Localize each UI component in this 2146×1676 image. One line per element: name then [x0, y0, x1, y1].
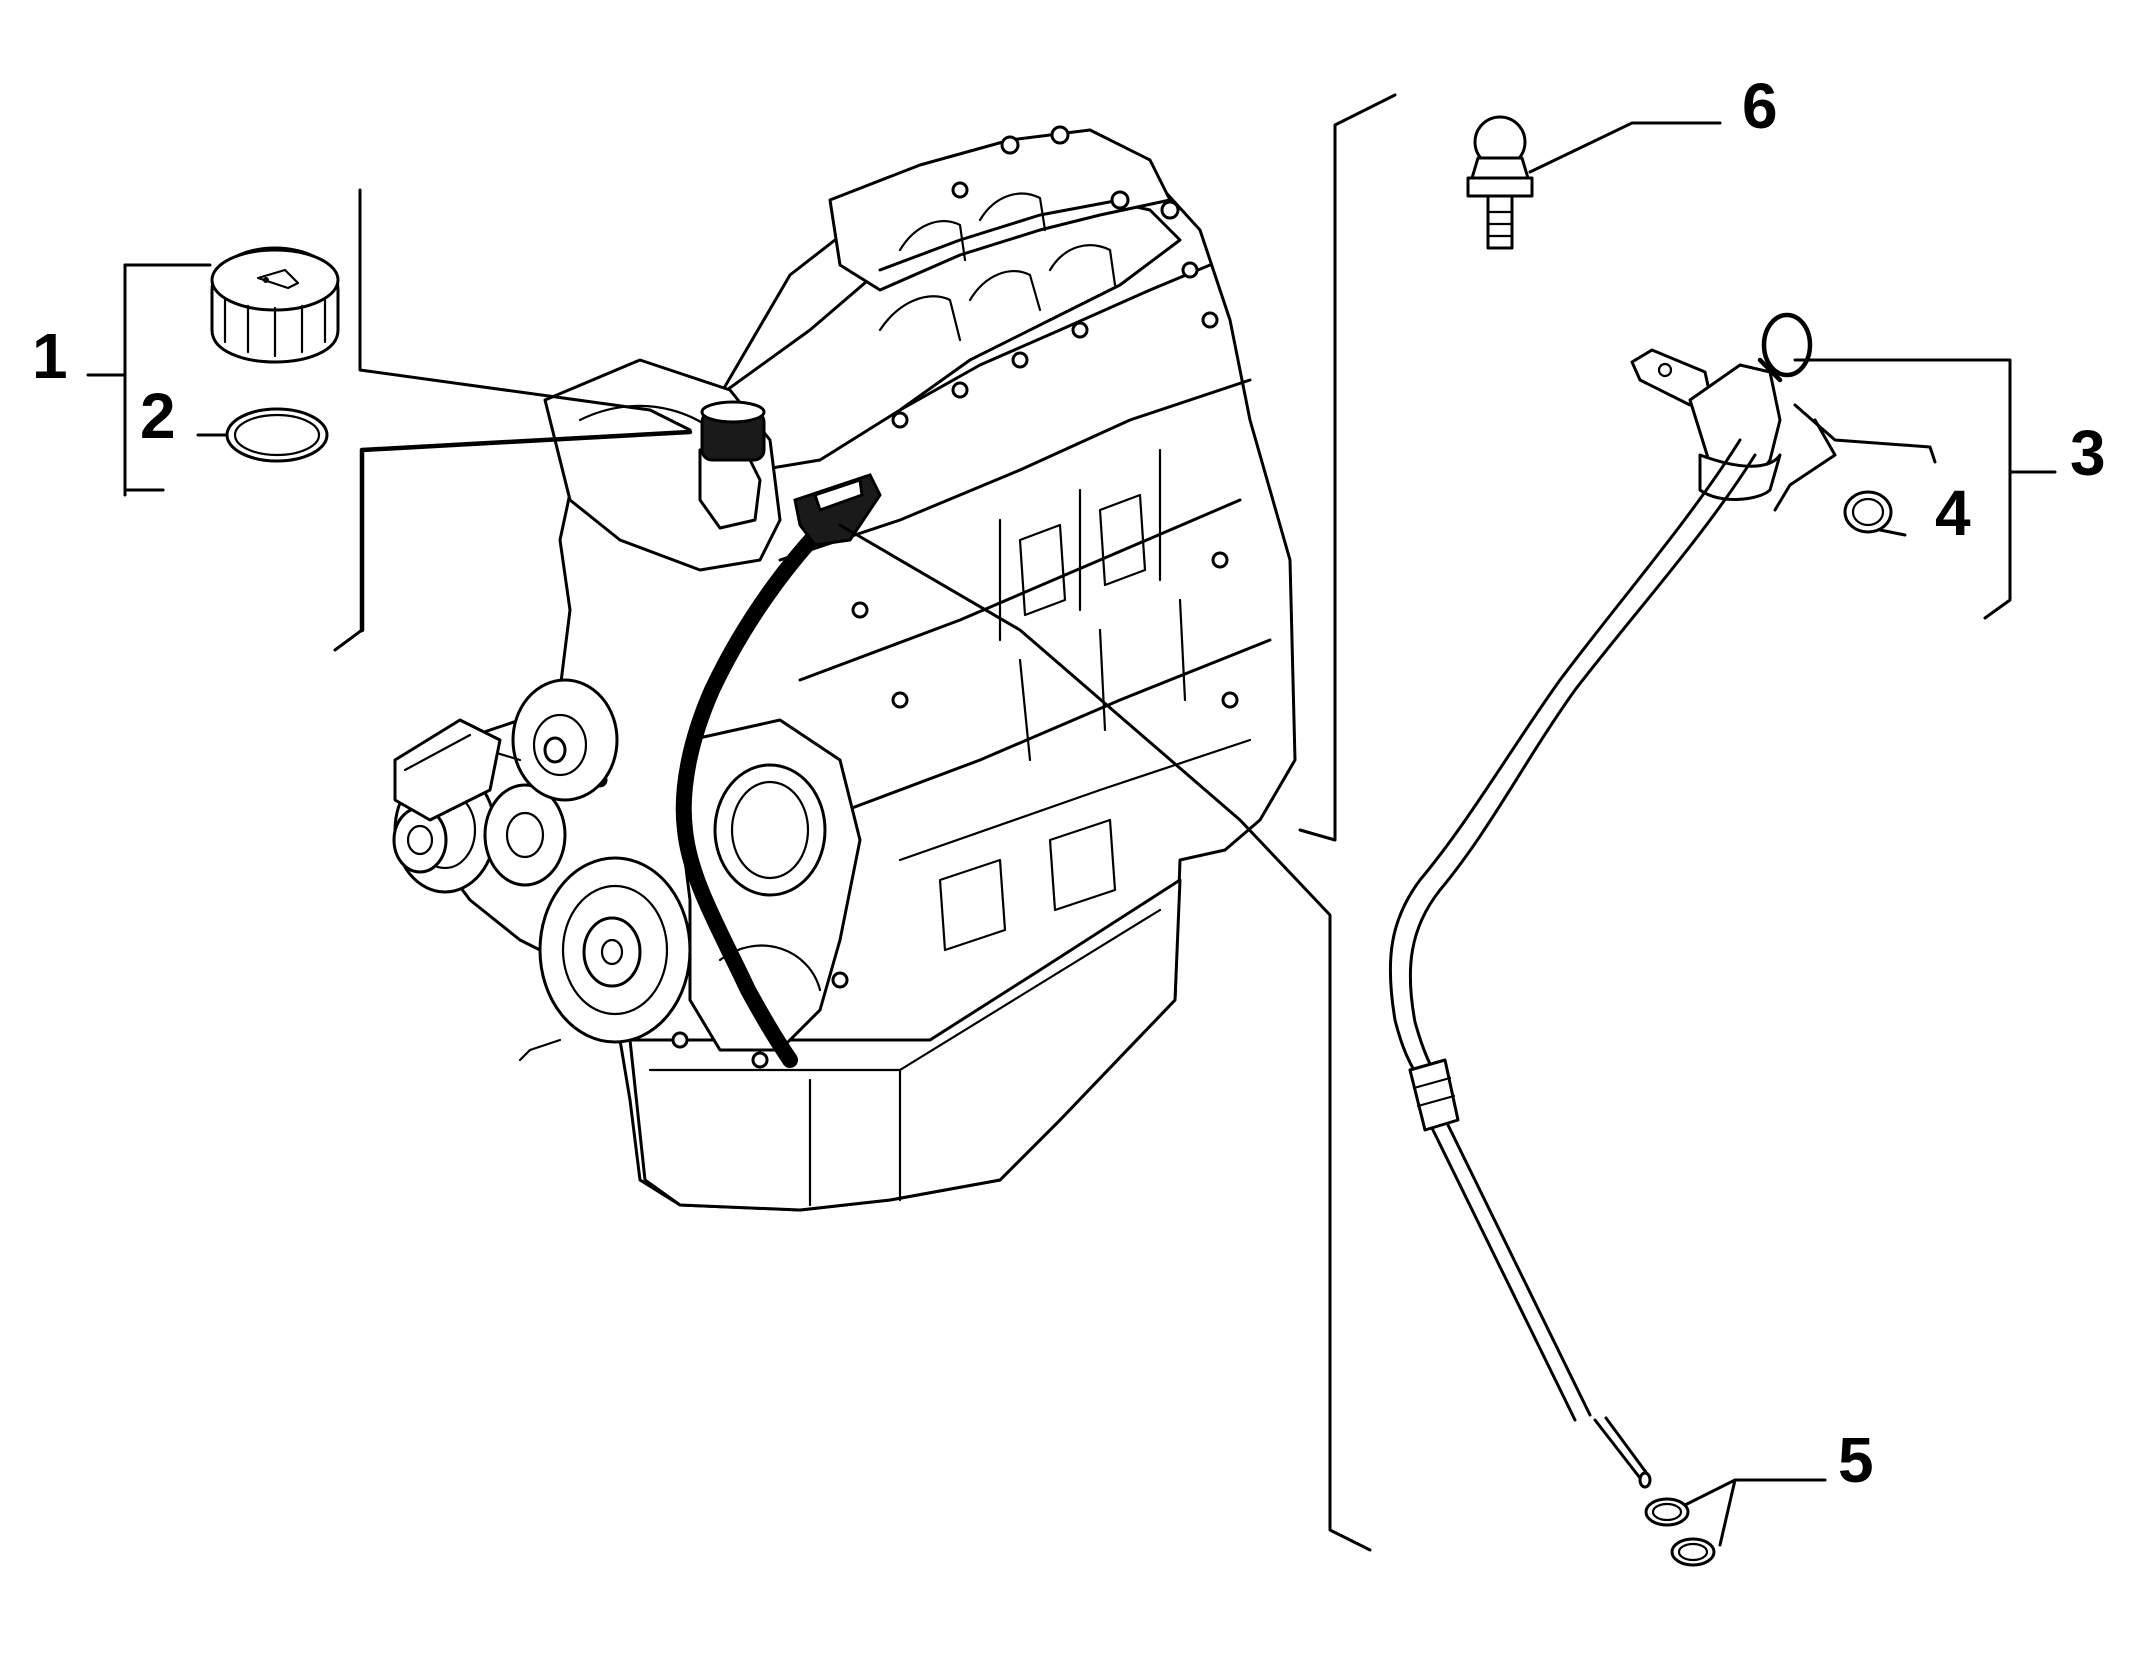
callout-2: 2	[140, 380, 176, 452]
oil-filler-cap	[210, 246, 340, 364]
bolt-heads	[592, 125, 1239, 1069]
callout-5: 5	[1838, 1424, 1874, 1496]
dipstick-seal-ring	[1843, 490, 1893, 534]
dipstick-guide-tube	[1388, 312, 1813, 1489]
callout-labels: 1 2 3 4 5 6	[32, 70, 2106, 1496]
callout-4: 4	[1935, 477, 1971, 549]
callout-3: 3	[2070, 417, 2106, 489]
dipstick-tube-on-engine	[675, 473, 882, 1068]
callout-1: 1	[32, 320, 68, 392]
drain-plug	[1466, 115, 1534, 250]
filler-cap-o-ring	[225, 407, 329, 463]
leader-lines	[86, 93, 2057, 1552]
dipstick-washers	[1644, 1497, 1716, 1567]
callout-6: 6	[1742, 70, 1778, 142]
engine-block	[392, 125, 1297, 1212]
